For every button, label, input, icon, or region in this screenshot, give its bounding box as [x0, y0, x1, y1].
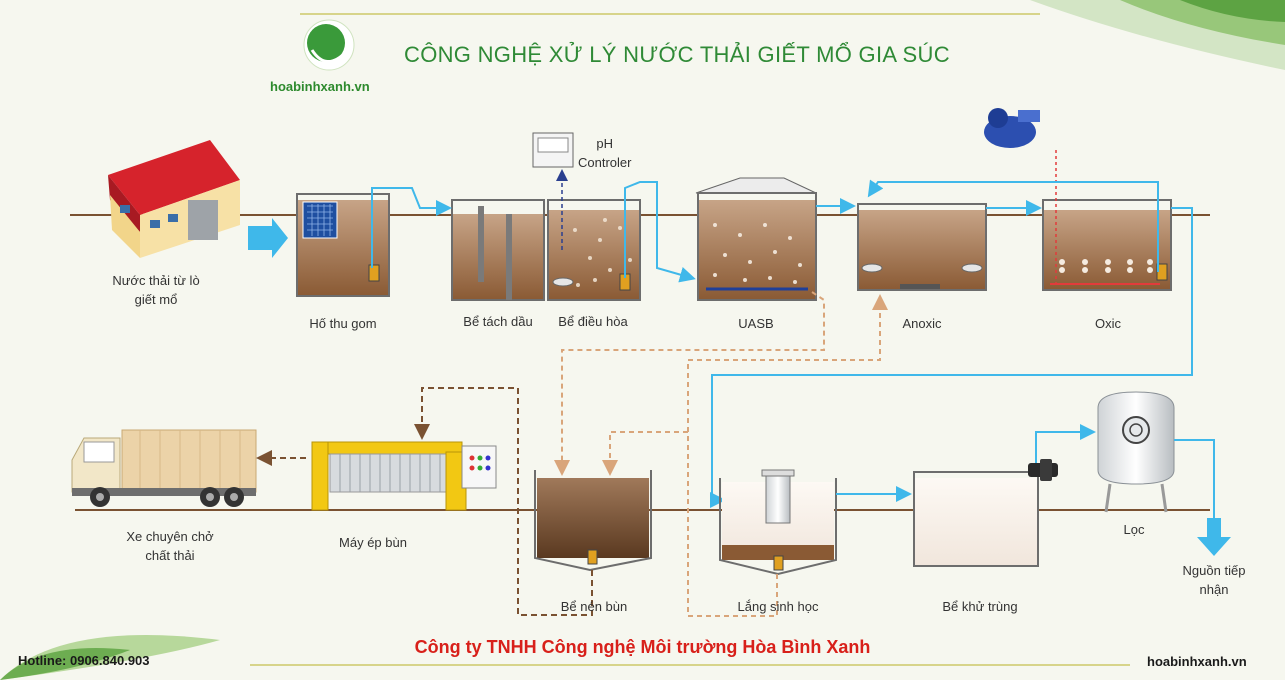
website: hoabinhxanh.vn: [1147, 654, 1247, 669]
sludge-line-clarifier-to-thickener: [602, 431, 778, 617]
return-sludge-line-to-anoxic: [687, 294, 888, 432]
hotline: Hotline: 0906.840.903: [18, 653, 150, 668]
sludge-line-uasb-to-thickener: [554, 291, 825, 476]
sludge-line-thickener-to-press: [414, 387, 593, 616]
truck-label: Xe chuyên chở chất thải: [110, 527, 230, 565]
flow-line-to-filter: [1035, 424, 1096, 463]
disinfection-tank: [913, 471, 1039, 567]
source-label-line2: giết mổ: [134, 292, 178, 307]
ph-controller-box: [532, 132, 574, 250]
sludge-thickener-label: Bể nén bùn: [560, 599, 628, 614]
flow-line-filter-to-discharge: [1174, 439, 1215, 520]
truck-label-line2: chất thải: [145, 548, 195, 563]
sludge-thickener-tank: [534, 470, 652, 572]
discharge-label: Nguồn tiếp nhận: [1166, 561, 1262, 599]
uasb-reactor: [695, 177, 817, 301]
oil-separator-label: Bể tách dầu: [463, 314, 533, 329]
slaughterhouse-building-icon: [108, 140, 240, 258]
flow-line-pit-to-separator: [371, 187, 452, 268]
oxic-tank: [1042, 199, 1172, 291]
oxic-label: Oxic: [1095, 316, 1121, 331]
waste-truck-icon: [71, 429, 257, 507]
transfer-pump-icon: [1028, 459, 1058, 481]
page-title: CÔNG NGHỆ XỬ LÝ NƯỚC THẢI GIẾT MỔ GIA SÚ…: [404, 42, 950, 67]
source-label: Nước thải từ lò giết mổ: [88, 271, 224, 309]
flow-line-equalization-to-uasb: [624, 181, 696, 283]
logo-text: hoabinhxanh.vn: [270, 79, 370, 94]
collection-pit-tank: [296, 193, 390, 297]
source-label-line1: Nước thải từ lò: [112, 273, 200, 288]
filter-label: Lọc: [1123, 522, 1145, 537]
ph-label-line1: pH: [596, 136, 614, 151]
discharge-label-line2: nhận: [1199, 582, 1229, 597]
equalization-label: Bể điều hòa: [558, 314, 628, 329]
oil-separator-tank: [451, 199, 545, 301]
inflow-arrow: [248, 218, 288, 258]
leaf-decoration-top-right: [1030, 0, 1285, 70]
filter-press-machine: [311, 441, 497, 511]
discharge-label-line1: Nguồn tiếp: [1182, 563, 1246, 578]
air-blower-icon: [984, 108, 1057, 283]
disinfection-label: Bể khử trùng: [942, 599, 1018, 614]
anoxic-tank: [857, 203, 987, 291]
clarifier-label: Lắng sinh học: [737, 599, 819, 614]
internal-recycle-line: [867, 179, 1159, 272]
truck-label-line1: Xe chuyên chở: [126, 529, 214, 544]
company-name: Công ty TNHH Công nghệ Môi trường Hòa Bì…: [414, 637, 871, 657]
flow-line-oxic-to-clarifier: [710, 207, 1193, 508]
filter-press-label: Máy ép bùn: [339, 535, 407, 550]
leaf-decoration-bottom-left: [0, 635, 220, 680]
uasb-label: UASB: [738, 316, 774, 331]
ph-label-line2: Controler: [578, 155, 632, 170]
collection-pit-label: Hố thu gom: [309, 316, 377, 331]
discharge-arrow: [1197, 518, 1231, 556]
anoxic-label: Anoxic: [902, 316, 942, 331]
clarifier-tank: [719, 469, 837, 576]
company-logo: [303, 19, 355, 71]
ph-controller-label: pH Controler: [578, 134, 631, 172]
pressure-filter-vessel: [1097, 391, 1175, 513]
